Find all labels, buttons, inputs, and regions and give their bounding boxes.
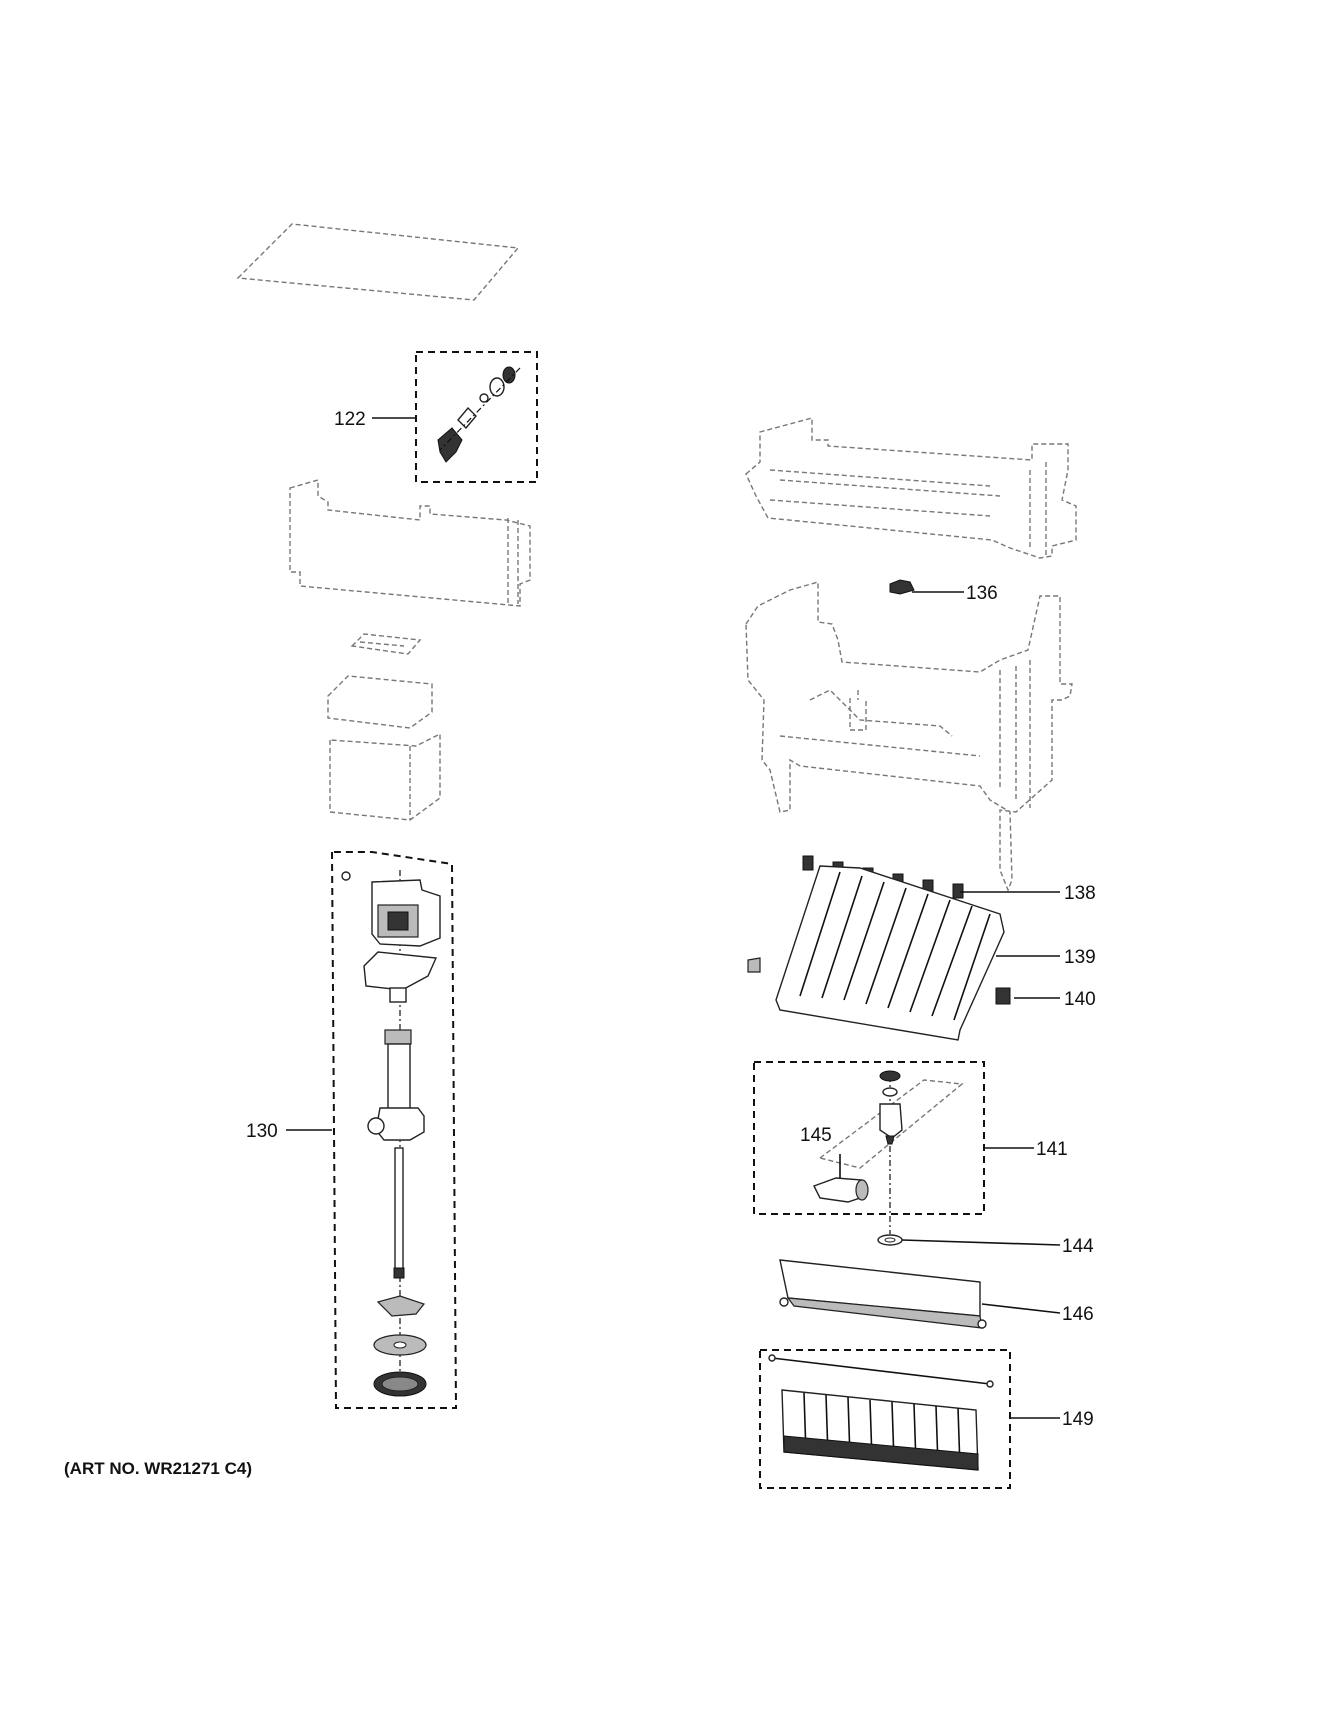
part-146-bar[interactable] <box>779 1259 987 1329</box>
part-139-grid-rack[interactable] <box>747 865 1005 1041</box>
label-139: 139 <box>1064 947 1096 968</box>
ghost-bracket <box>350 633 422 655</box>
ghost-top-frame <box>745 417 1077 559</box>
part-145-elbow[interactable] <box>813 1177 869 1203</box>
label-138: 138 <box>1064 883 1096 904</box>
part-122-assembly[interactable] <box>415 351 538 483</box>
label-140: 140 <box>1064 989 1096 1010</box>
label-136: 136 <box>966 583 998 604</box>
label-141: 141 <box>1036 1139 1068 1160</box>
ghost-ice-bin <box>745 581 1073 892</box>
label-145: 145 <box>800 1125 832 1146</box>
part-140[interactable] <box>995 987 1011 1005</box>
label-130: 130 <box>246 1121 278 1142</box>
part-130-assembly[interactable] <box>330 851 458 1409</box>
part-141-assembly[interactable] <box>753 1061 985 1234</box>
art-number: (ART NO. WR21271 C4) <box>64 1459 252 1478</box>
label-122: 122 <box>334 409 366 430</box>
label-146: 146 <box>1062 1304 1094 1325</box>
ghost-housing-box <box>327 675 441 821</box>
label-149: 149 <box>1062 1409 1094 1430</box>
part-144-washer[interactable] <box>877 1234 903 1246</box>
part-149-assembly[interactable] <box>759 1349 1011 1489</box>
ghost-top-panel <box>236 223 520 301</box>
part-136[interactable] <box>889 579 915 595</box>
ghost-front-panel <box>289 479 531 607</box>
label-144: 144 <box>1062 1236 1094 1257</box>
